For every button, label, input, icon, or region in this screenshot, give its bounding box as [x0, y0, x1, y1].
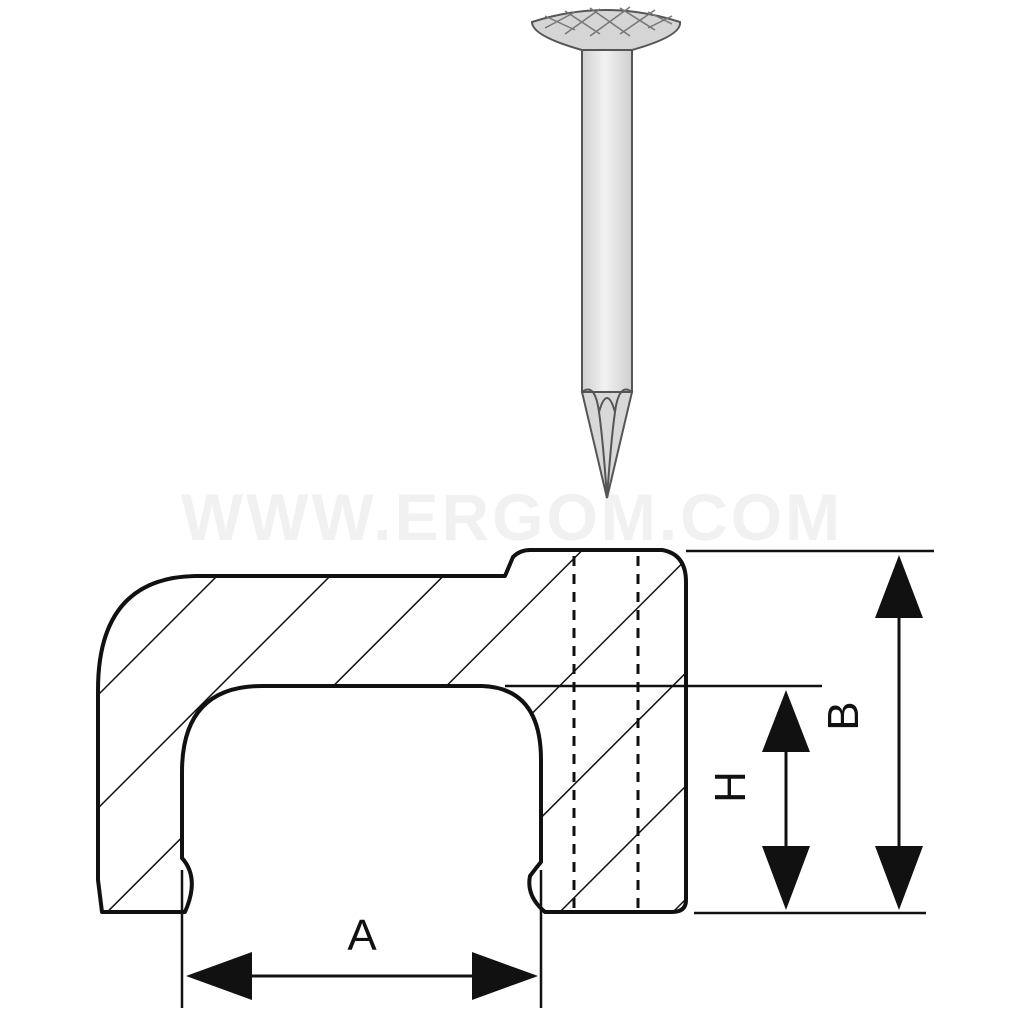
dimension-h-label: H — [706, 771, 755, 803]
nail-head — [530, 9, 681, 51]
arrow-up-icon — [762, 690, 810, 752]
nail-point-facets — [581, 388, 633, 499]
extension-lines — [180, 549, 934, 1008]
nail-hole-outline — [572, 556, 640, 910]
dimension-b-label: B — [819, 701, 868, 730]
nail-head-knurl — [544, 6, 673, 37]
nail-point — [580, 391, 634, 499]
watermark-text: WWW.ERGOM.COM — [181, 480, 843, 554]
dimension-a-label: A — [347, 911, 377, 960]
clip-body-hatched — [96, 548, 688, 914]
arrow-right-icon — [472, 952, 538, 1000]
arrow-down-icon — [762, 846, 810, 910]
nail-shank — [581, 47, 633, 393]
arrow-left-icon — [186, 952, 252, 1000]
clip-body — [96, 548, 688, 914]
dimension-h: H — [706, 690, 810, 910]
arrow-up-icon — [875, 555, 923, 618]
nail — [530, 6, 681, 499]
arrow-down-icon — [875, 846, 923, 910]
dimension-a: A — [186, 911, 538, 1000]
dimension-b: B — [819, 555, 923, 910]
